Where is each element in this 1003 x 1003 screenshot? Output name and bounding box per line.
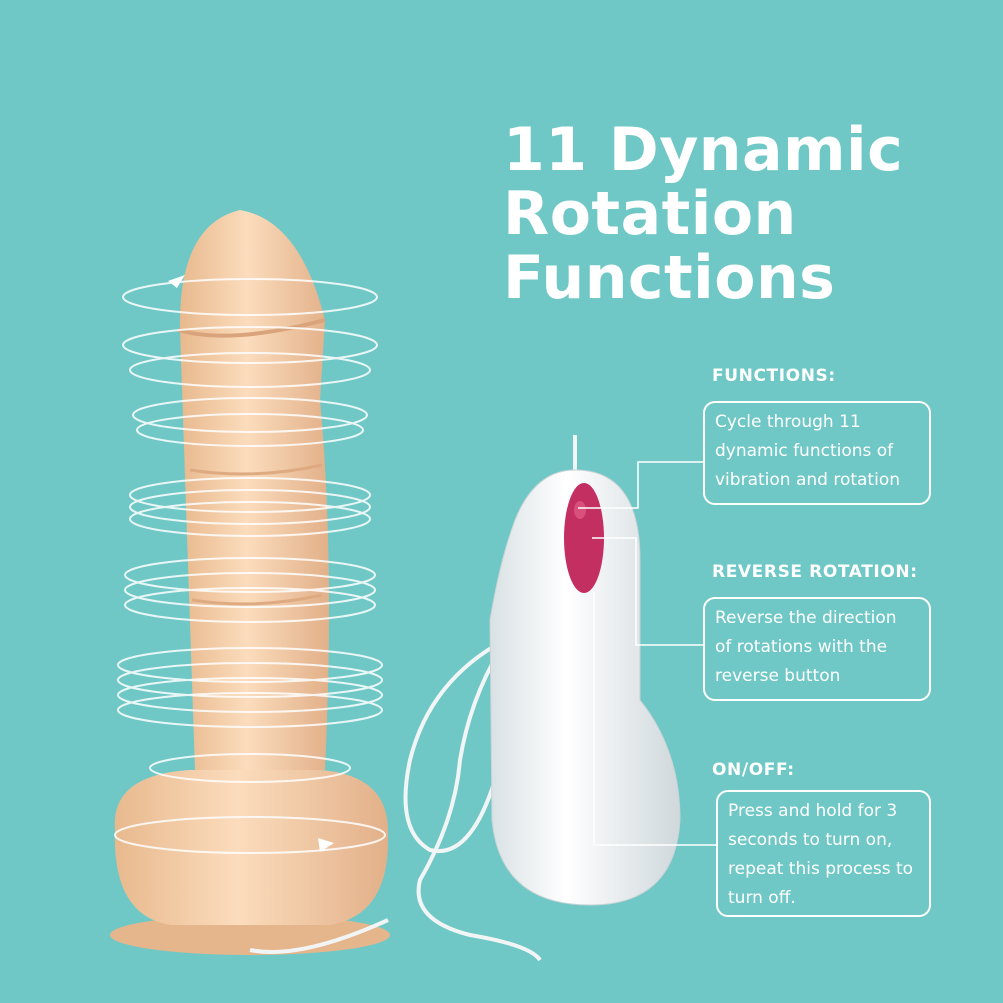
- rotation-ring: [132, 397, 368, 433]
- functions-title: FUNCTIONS:: [712, 366, 836, 386]
- rotation-ring: [124, 557, 376, 593]
- headline-line: 11 Dynamic: [503, 115, 904, 185]
- remote-button: [564, 483, 604, 593]
- rotation-ring: [124, 587, 376, 623]
- functions-box: Cycle through 11 dynamic functions of vi…: [703, 401, 931, 505]
- functions-text: dynamic functions of: [715, 441, 894, 461]
- callout-line-onoff: [593, 592, 717, 846]
- rotation-arrow-icon: [318, 838, 334, 852]
- rotation-ring: [117, 647, 383, 683]
- reverse-rotation-text: Reverse the direction: [715, 608, 897, 628]
- remote-cable: [249, 435, 577, 962]
- functions-text: vibration and rotation: [715, 470, 900, 490]
- reverse-rotation-text: of rotations with the: [715, 637, 888, 657]
- reverse-rotation-box: Reverse the direction of rotations with …: [703, 597, 931, 701]
- remote-shell: [489, 469, 681, 906]
- rotation-ring: [122, 278, 378, 316]
- callout-lines: [578, 461, 717, 846]
- reverse-rotation-title: REVERSE ROTATION:: [712, 562, 918, 582]
- toy-body: [110, 210, 390, 955]
- rotation-ring: [122, 326, 378, 364]
- functions-text: Cycle through 11: [715, 412, 861, 432]
- rotation-arrow-icon: [168, 275, 185, 288]
- rotation-ring: [129, 501, 371, 537]
- callout-line-functions: [578, 461, 704, 509]
- rotation-ring: [149, 753, 351, 783]
- toy-base: [114, 770, 389, 925]
- on-off-text: Press and hold for 3: [728, 801, 898, 821]
- toy-ridge: [189, 463, 323, 476]
- remote-button-highlight: [574, 501, 586, 519]
- on-off-text: turn off.: [728, 888, 796, 908]
- rotation-ring: [129, 352, 371, 388]
- callout-line-reverse: [592, 537, 704, 646]
- rotation-ring: [117, 662, 383, 698]
- toy-ridge: [177, 318, 326, 338]
- rotation-rings: [114, 278, 386, 854]
- rotation-ring: [114, 816, 386, 854]
- headline-line: Functions: [503, 243, 836, 313]
- on-off-title: ON/OFF:: [712, 760, 795, 780]
- rotation-ring: [117, 692, 383, 728]
- reverse-rotation-text: reverse button: [715, 666, 841, 686]
- toy-ridge: [191, 593, 323, 606]
- headline: 11 Dynamic Rotation Functions: [503, 118, 983, 310]
- rotation-ring: [129, 489, 371, 525]
- rotation-ring: [124, 572, 376, 608]
- rotation-ring: [129, 477, 371, 513]
- rotation-ring: [117, 677, 383, 713]
- rotation-ring: [136, 413, 364, 447]
- remote-control: [489, 469, 681, 906]
- on-off-box: Press and hold for 3 seconds to turn on,…: [716, 790, 931, 917]
- on-off-text: seconds to turn on,: [728, 830, 893, 850]
- on-off-text: repeat this process to: [728, 859, 914, 879]
- headline-line: Rotation: [503, 179, 797, 249]
